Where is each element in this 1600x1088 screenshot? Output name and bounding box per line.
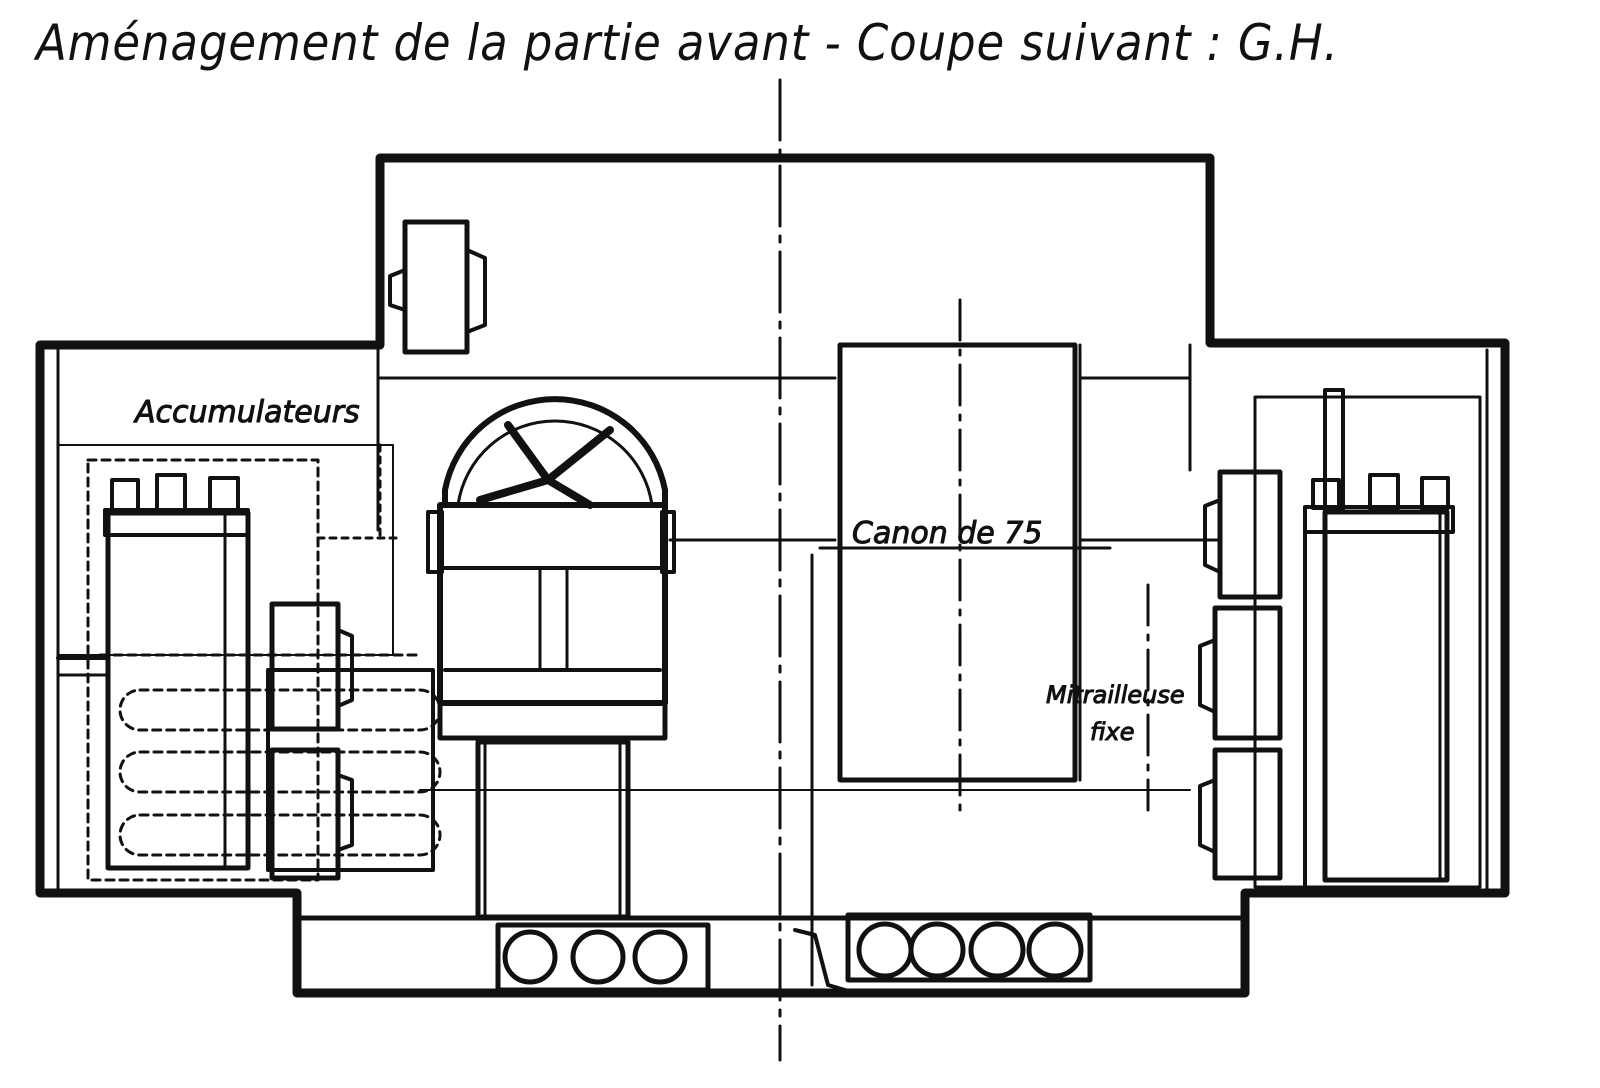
- gear-bracket-right: [660, 510, 676, 574]
- right-box-1-knob: [1203, 498, 1222, 574]
- accumulator-terminal-2: [155, 473, 187, 512]
- right-shelf-frame: [1253, 395, 1482, 889]
- left-motor-lower-knob: [336, 773, 354, 852]
- shell-2: [570, 929, 626, 985]
- accumulator-terminal-3: [208, 476, 240, 512]
- right-box-3-knob: [1198, 778, 1217, 854]
- upper-left-box: [402, 219, 470, 355]
- cannon-block: [837, 342, 1078, 783]
- hull-outline: [35, 153, 1510, 998]
- accumulator-battery: [105, 510, 251, 871]
- right-terminal-2: [1368, 473, 1400, 510]
- dashed-cylinder-3: [118, 813, 442, 857]
- upper-left-box-bracket: [388, 268, 407, 312]
- steering-spokes: [476, 421, 614, 509]
- right-terminal-1: [1311, 478, 1341, 510]
- shell-4: [856, 921, 914, 979]
- gear-housing: [437, 502, 668, 706]
- hatch-lever: [793, 928, 847, 992]
- label-fixe: fixe: [1090, 718, 1134, 746]
- label-accumulateurs: Accumulateurs: [133, 395, 360, 430]
- left-motor-upper-knob: [336, 628, 354, 708]
- shell-3: [632, 929, 688, 985]
- label-mitrailleuse: Mitrailleuse: [1046, 681, 1185, 709]
- dashed-cylinder-2: [118, 750, 442, 794]
- right-battery: [1322, 509, 1450, 883]
- right-box-1: [1217, 469, 1283, 600]
- label-canon: Canon de 75: [852, 516, 1042, 551]
- shell-1: [502, 929, 558, 985]
- right-box-2-knob: [1198, 638, 1217, 714]
- shell-6: [968, 921, 1026, 979]
- ammo-rack-right: [845, 912, 1093, 983]
- dashed-cylinder-1: [118, 688, 442, 732]
- pedestal: [475, 739, 631, 920]
- shell-7: [1026, 921, 1084, 979]
- right-box-3: [1212, 747, 1283, 881]
- gear-bracket-left: [426, 510, 444, 574]
- right-terminal-3: [1420, 476, 1450, 510]
- accumulator-terminal-1: [110, 478, 140, 512]
- gear-base: [437, 700, 668, 741]
- steering-arch: [442, 396, 668, 508]
- drawing-title: Aménagement de la partie avant - Coupe s…: [36, 14, 1339, 72]
- upper-left-box-knob: [465, 248, 487, 334]
- ammo-rack-left: [495, 922, 711, 993]
- shell-5: [908, 921, 966, 979]
- left-motor-lower: [269, 747, 341, 881]
- steering-arch-inner: [456, 419, 654, 507]
- left-motor-upper: [269, 601, 341, 732]
- right-box-2: [1212, 605, 1283, 741]
